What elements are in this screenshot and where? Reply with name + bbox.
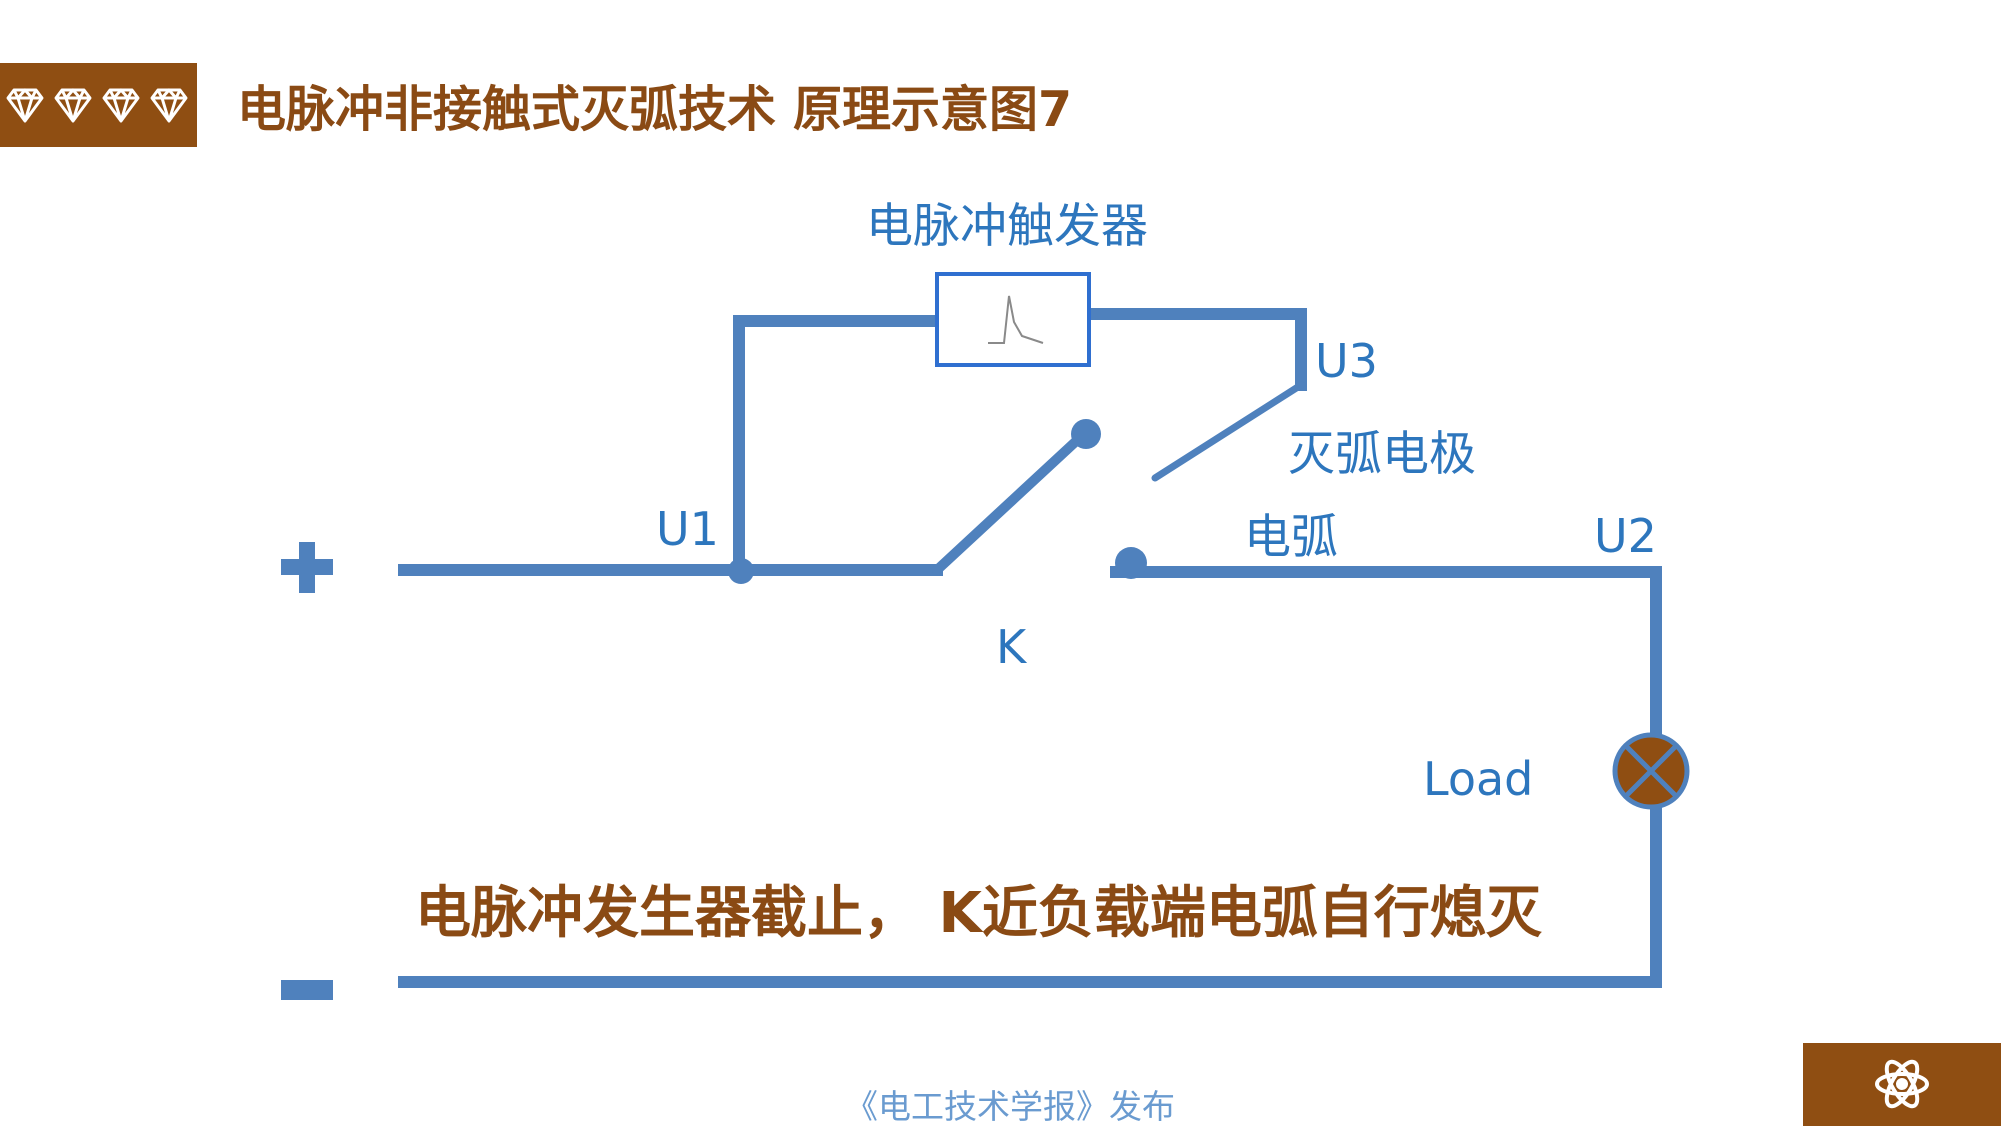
pulse-trigger	[935, 272, 1091, 367]
arc-label: 电弧	[1244, 510, 1338, 565]
plus-icon	[281, 542, 333, 593]
load-label: Load	[1423, 752, 1534, 806]
diamond-icon	[150, 88, 188, 123]
switch-pivot	[1071, 419, 1101, 449]
wire-trigger-to-u3	[1085, 308, 1307, 391]
page-title: 电脉冲非接触式灭弧技术 原理示意图7	[237, 81, 1073, 138]
u1-label: U1	[656, 502, 719, 556]
diamond-icon	[102, 88, 140, 123]
electrode	[1151, 381, 1305, 482]
diamond-icon	[6, 88, 44, 123]
u2-label: U2	[1594, 509, 1657, 563]
switch-label: K	[996, 620, 1027, 674]
lamp-icon	[1612, 732, 1690, 810]
wire-u1-to-trigger	[733, 315, 943, 574]
fixed-contact	[1115, 547, 1147, 579]
caption: 电脉冲发生器截止， K近负载端电弧自行熄灭	[415, 881, 1542, 946]
corner-badge	[1803, 1043, 2001, 1126]
pulse-waveform-icon	[988, 295, 1044, 344]
footer-text: 《电工技术学报》发布	[845, 1087, 1175, 1126]
atom-icon	[1875, 1059, 1929, 1109]
switch-blade	[932, 427, 1091, 575]
electrode-label: 灭弧电极	[1288, 427, 1476, 482]
u3-label: U3	[1315, 334, 1378, 388]
minus-icon	[281, 980, 333, 1000]
header-badge	[0, 63, 197, 147]
diamond-icon	[54, 88, 92, 123]
node-u1	[728, 558, 754, 584]
trigger-label: 电脉冲触发器	[866, 199, 1148, 254]
